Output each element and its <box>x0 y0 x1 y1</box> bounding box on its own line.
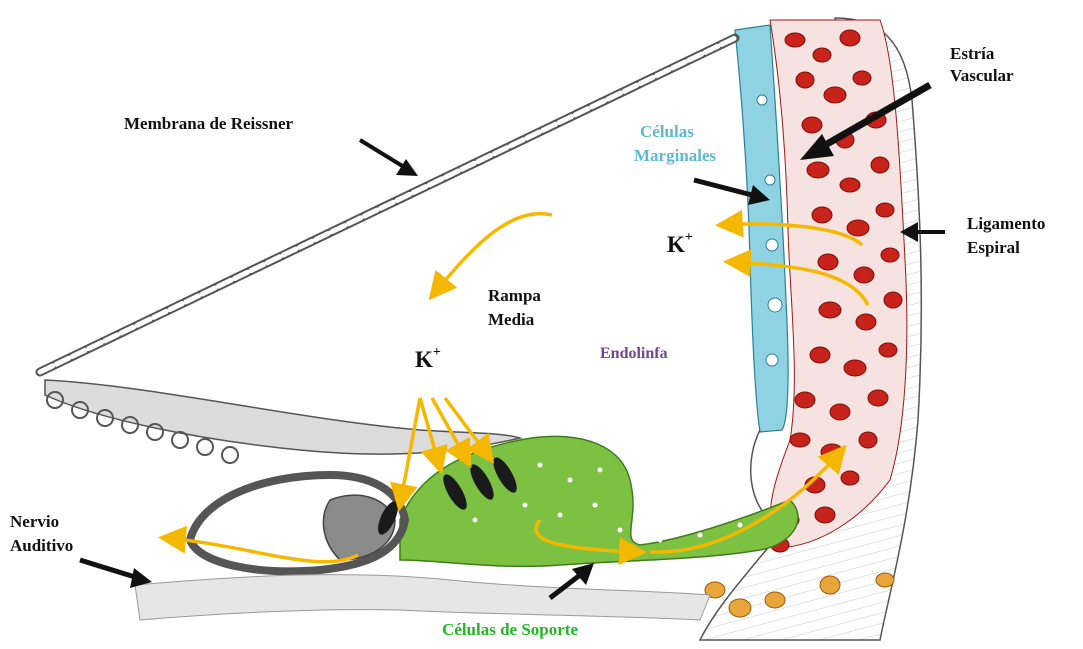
label-ligamento-line1: Ligamento <box>967 214 1045 234</box>
label-rampa-line1: Rampa <box>488 286 541 306</box>
label-endolinfa: Endolinfa <box>600 345 668 363</box>
k-arrow-rampa <box>433 214 552 295</box>
label-estria-line2: Vascular <box>950 66 1014 86</box>
label-rampa-line2: Media <box>488 310 534 330</box>
label-estria-line1: Estría <box>950 44 994 64</box>
outer-sulcus <box>751 430 770 520</box>
k-arrow-hair-2 <box>432 398 468 462</box>
nervio-pointer-arrow <box>80 560 135 577</box>
reissner-pointer-arrow <box>360 140 404 167</box>
label-reissner: Membrana de Reissner <box>124 114 293 134</box>
label-marginales-line1: Células <box>640 122 694 142</box>
label-nervio-line2: Auditivo <box>10 536 73 556</box>
label-nervio-line1: Nervio <box>10 512 59 532</box>
label-k-stria: K+ <box>667 232 693 258</box>
tectorial-membrane <box>45 380 520 454</box>
label-k-rampa: K+ <box>415 347 441 373</box>
label-marginales-line2: Marginales <box>634 146 716 166</box>
marginales-pointer-arrow <box>694 180 752 195</box>
label-soporte: Células de Soporte <box>442 620 578 640</box>
auditory-nerve <box>135 575 710 620</box>
label-ligamento-line2: Espiral <box>967 238 1020 258</box>
